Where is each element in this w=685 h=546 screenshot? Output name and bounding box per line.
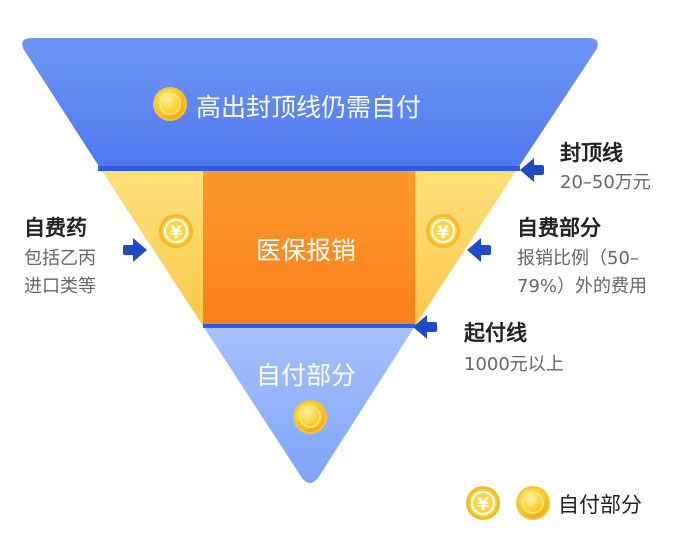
self-drug-line2: 进口类等	[24, 276, 96, 297]
yen-symbol: ¥	[437, 223, 449, 243]
top-band-shape	[22, 38, 598, 168]
cap-line-title: 封顶线	[560, 141, 623, 165]
self-part-title: 自费部分	[517, 216, 601, 240]
self-drug-title: 自费药	[24, 216, 87, 240]
start-line-divider	[203, 324, 415, 328]
gold-coin-icon	[292, 399, 328, 435]
gold-coin-icon	[515, 485, 551, 521]
legend-label: 自付部分	[558, 493, 642, 517]
center-band-label: 医保报销	[256, 236, 357, 265]
top-band-label: 高出封顶线仍需自付	[196, 93, 422, 122]
start-line-title: 起付线	[464, 321, 527, 345]
gold-coin-icon	[152, 86, 188, 122]
self-part-line1: 报销比例（50–	[517, 248, 639, 269]
self-part-arrow-icon	[467, 238, 491, 262]
self-part-line2: 79%）外的费用	[517, 276, 648, 297]
self-drug-line1: 包括乙丙	[24, 248, 96, 269]
reimbursement-block	[203, 171, 415, 326]
yen-symbol: ¥	[477, 495, 489, 515]
cap-line-divider	[98, 166, 520, 171]
cap-line-range: 20–50万元	[560, 172, 651, 193]
cap-line-arrow-icon	[520, 158, 544, 182]
start-line-range: 1000元以上	[464, 354, 564, 375]
self-drug-arrow-icon	[123, 238, 147, 262]
yen-symbol: ¥	[170, 223, 182, 243]
bottom-band-label: 自付部分	[256, 361, 357, 390]
